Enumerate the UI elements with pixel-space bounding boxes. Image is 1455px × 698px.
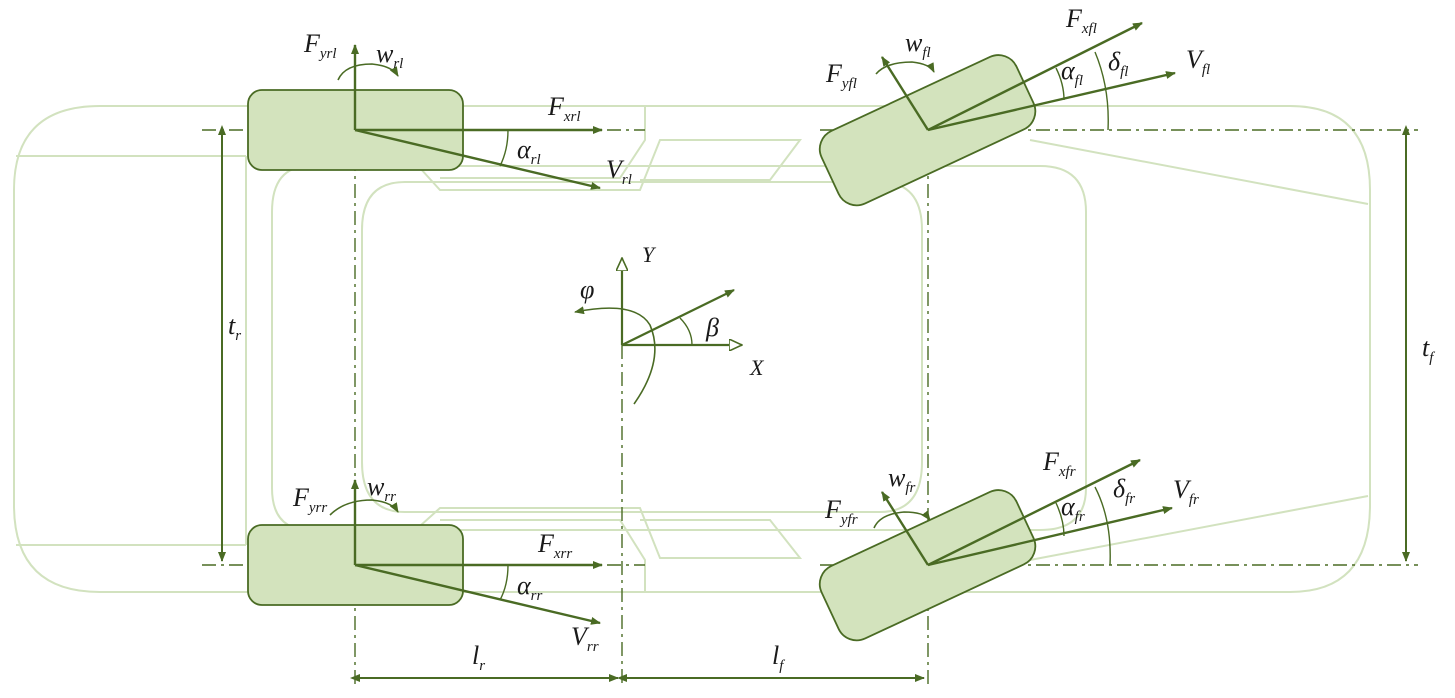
text-labels: Fyrl wrl Fxrl αrl Vrl Fyrr wrr Fxrr αrr … — [228, 4, 1435, 674]
fr-w-arrow — [873, 510, 931, 529]
rr-alpha-label: αrr — [517, 571, 542, 604]
fl-delta-label: δfl — [1108, 47, 1128, 80]
fr-fy-label: Fyfr — [824, 495, 858, 528]
x-axis-label: X — [749, 355, 765, 380]
fr-v-label: Vfr — [1173, 475, 1199, 508]
fr-delta-arc — [1094, 486, 1111, 566]
fr-v-arrow — [927, 506, 1173, 567]
fl-delta-arc — [1094, 51, 1109, 131]
yaw-label: φ — [580, 275, 594, 304]
cabin-inner-outline — [361, 181, 923, 513]
fr-fx-label: Fxfr — [1042, 447, 1076, 480]
beta-label: β — [705, 313, 719, 342]
fl-w-arrow — [875, 61, 935, 75]
center-frame — [574, 258, 742, 405]
fl-fx-label: Fxfl — [1065, 4, 1097, 37]
rr-w-arrow — [329, 499, 399, 516]
windshield-bottom — [1029, 495, 1369, 561]
rl-v-label: Vrl — [606, 155, 632, 188]
fr-fx-arrow — [927, 458, 1141, 567]
tf-label: tf — [1422, 333, 1435, 366]
fl-fy-arrow — [880, 56, 930, 131]
car-outer-body — [13, 105, 1371, 593]
rr-fx-label: Fxrr — [537, 529, 572, 562]
y-axis-label: Y — [642, 242, 657, 267]
velocity-cg-arrow — [621, 289, 735, 346]
yaw-rate-arc — [574, 306, 656, 405]
rl-alpha-arc — [499, 129, 509, 167]
fl-w-label: wfl — [905, 28, 931, 61]
beta-arc — [679, 317, 693, 346]
fl-v-label: Vfl — [1186, 45, 1210, 78]
car-body-outline — [13, 105, 1371, 593]
rl-w-arrow — [337, 63, 399, 81]
rr-v-arrow — [354, 563, 601, 625]
windshield-top — [1029, 139, 1369, 205]
fr-w-label: wfr — [888, 463, 916, 496]
dimension-arrows — [218, 125, 1410, 682]
lr-label: lr — [472, 641, 485, 674]
door-trim-bottom — [419, 507, 803, 559]
rl-w-label: wrl — [376, 39, 403, 72]
cabin-outer-outline — [271, 165, 1087, 531]
rl-fy-label: Fyrl — [303, 29, 337, 62]
door-trim-bottom-2 — [440, 519, 646, 592]
fl-fx-arrow — [927, 21, 1143, 132]
rl-v-arrow — [354, 128, 601, 190]
fl-alpha-arc — [1055, 67, 1065, 101]
rl-fx-label: Fxrl — [547, 92, 581, 125]
lf-label: lf — [772, 641, 785, 674]
fl-fy-label: Fyfl — [825, 59, 857, 92]
fl-v-arrow — [927, 71, 1176, 132]
tr-label: tr — [228, 311, 241, 344]
rr-alpha-arc — [499, 564, 509, 601]
rl-alpha-label: αrl — [517, 135, 541, 168]
rr-v-label: Vrr — [571, 622, 599, 655]
fr-delta-label: δfr — [1113, 474, 1135, 507]
door-trim-top — [419, 139, 802, 191]
fr-alpha-label: αfr — [1061, 492, 1085, 525]
fr-alpha-arc — [1055, 502, 1065, 537]
fl-alpha-label: αfl — [1061, 56, 1083, 89]
force-vectors — [329, 21, 1176, 625]
rr-fy-label: Fyrr — [292, 483, 327, 516]
door-trim-top-2 — [440, 106, 646, 179]
rr-w-label: wrr — [367, 472, 396, 505]
fr-fy-arrow — [880, 491, 930, 566]
